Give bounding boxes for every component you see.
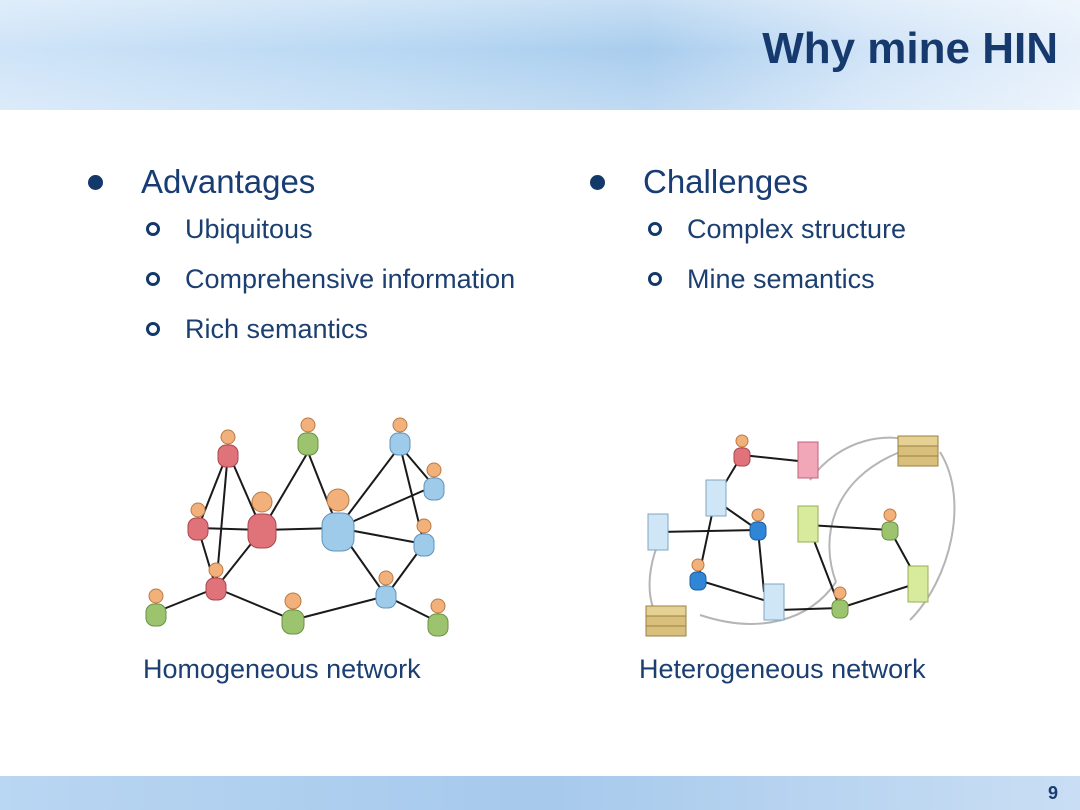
header-band	[0, 0, 1080, 110]
hollow-bullet-icon	[146, 222, 160, 236]
footer-band	[0, 776, 1080, 810]
advantage-item-ubiquitous: Ubiquitous	[185, 213, 313, 244]
challenges-list: Challenges Complex structure Mine semant…	[590, 160, 906, 304]
advantages-heading-row: Advantages	[88, 160, 515, 204]
challenges-heading-row: Challenges	[590, 160, 906, 204]
person-node	[689, 558, 707, 591]
person-node	[187, 502, 209, 541]
challenge-item-mine-semantics: Mine semantics	[687, 263, 875, 294]
hollow-bullet-icon	[648, 272, 662, 286]
heterogeneous-network-caption: Heterogeneous network	[639, 654, 926, 684]
person-node	[247, 491, 277, 549]
homogeneous-network-diagram	[145, 417, 449, 637]
person-node	[145, 588, 167, 627]
person-node	[749, 508, 767, 541]
hollow-bullet-icon	[146, 322, 160, 336]
venue-stack-node	[897, 435, 939, 467]
person-node	[281, 592, 305, 635]
person-node	[427, 598, 449, 637]
heterogeneous-network-diagram	[645, 434, 956, 637]
challenge-item-complex-structure: Complex structure	[687, 213, 907, 244]
person-node	[375, 570, 397, 609]
advantage-item-comprehensive: Comprehensive information	[185, 263, 516, 294]
document-node	[907, 565, 929, 603]
person-node	[205, 562, 227, 601]
person-node	[217, 429, 239, 468]
list-item: Rich semantics	[146, 304, 515, 354]
bullet-icon	[88, 174, 103, 190]
person-node	[389, 417, 411, 456]
person-node	[321, 488, 355, 552]
hollow-bullet-icon	[146, 272, 160, 286]
document-node	[763, 583, 785, 621]
homogeneous-network-caption: Homogeneous network	[143, 654, 421, 684]
list-item: Comprehensive information	[146, 254, 515, 304]
document-node	[647, 513, 669, 551]
list-item: Complex structure	[648, 204, 906, 254]
venue-stack-node	[645, 605, 687, 637]
person-node	[831, 586, 849, 619]
page-number: 9	[1047, 783, 1058, 803]
document-node	[705, 479, 727, 517]
bullet-icon	[590, 174, 605, 190]
person-node	[423, 462, 445, 501]
challenges-heading: Challenges	[643, 163, 809, 200]
hollow-bullet-icon	[648, 222, 662, 236]
person-node	[881, 508, 899, 541]
advantages-heading: Advantages	[141, 163, 316, 200]
person-node	[413, 518, 435, 557]
person-node	[733, 434, 751, 467]
list-item: Mine semantics	[648, 254, 906, 304]
person-node	[297, 417, 319, 456]
advantage-item-rich-semantics: Rich semantics	[185, 313, 369, 344]
list-item: Ubiquitous	[146, 204, 515, 254]
document-node	[797, 441, 819, 479]
slide-title: Why mine HIN	[762, 24, 1058, 73]
document-node	[797, 505, 819, 543]
advantages-list: Advantages Ubiquitous Comprehensive info…	[88, 160, 515, 354]
